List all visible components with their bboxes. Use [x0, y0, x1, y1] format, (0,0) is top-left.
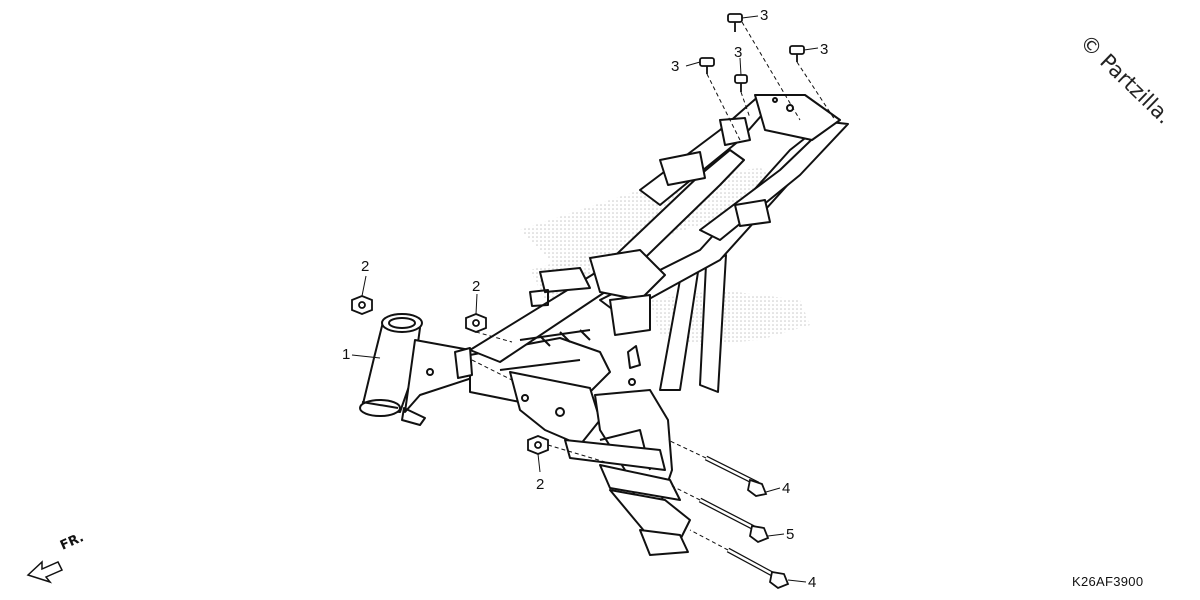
bolt-4-upper: [704, 455, 768, 497]
callout-3-bolt-right: 3: [820, 41, 829, 58]
bolt-3-left: [699, 57, 715, 74]
callout-2-nut-lower: 2: [536, 476, 545, 493]
front-direction-arrow: [26, 560, 64, 584]
bolt-3-mid: [734, 74, 748, 92]
callout-3-bolt-mid: 3: [734, 44, 743, 61]
frame-body: [359, 94, 849, 556]
bolt-3-top: [727, 13, 743, 32]
drawing-code: K26AF3900: [1072, 574, 1144, 589]
bolt-5: [698, 497, 770, 544]
callout-5-bolt: 5: [786, 526, 795, 543]
callout-2-nut-mid: 2: [472, 278, 481, 295]
upper-rail-left: [469, 149, 745, 363]
leader-lines: [351, 15, 836, 583]
bolt-3-right: [789, 45, 805, 62]
callout-3-bolt-top: 3: [760, 7, 769, 24]
callout-4-bolt-upper: 4: [782, 480, 791, 497]
callout-2-nut-left: 2: [361, 258, 370, 275]
rear-down-tube-right: [699, 254, 727, 393]
head-pipe-top-ring: [381, 313, 423, 333]
callout-4-bolt-lower: 4: [808, 574, 817, 591]
callout-1-frame-body: 1: [342, 346, 351, 363]
rear-cross-member: [754, 94, 841, 141]
fasteners: [351, 13, 805, 590]
callout-3-bolt-left: 3: [671, 58, 680, 75]
bolt-4-lower: [726, 547, 790, 590]
